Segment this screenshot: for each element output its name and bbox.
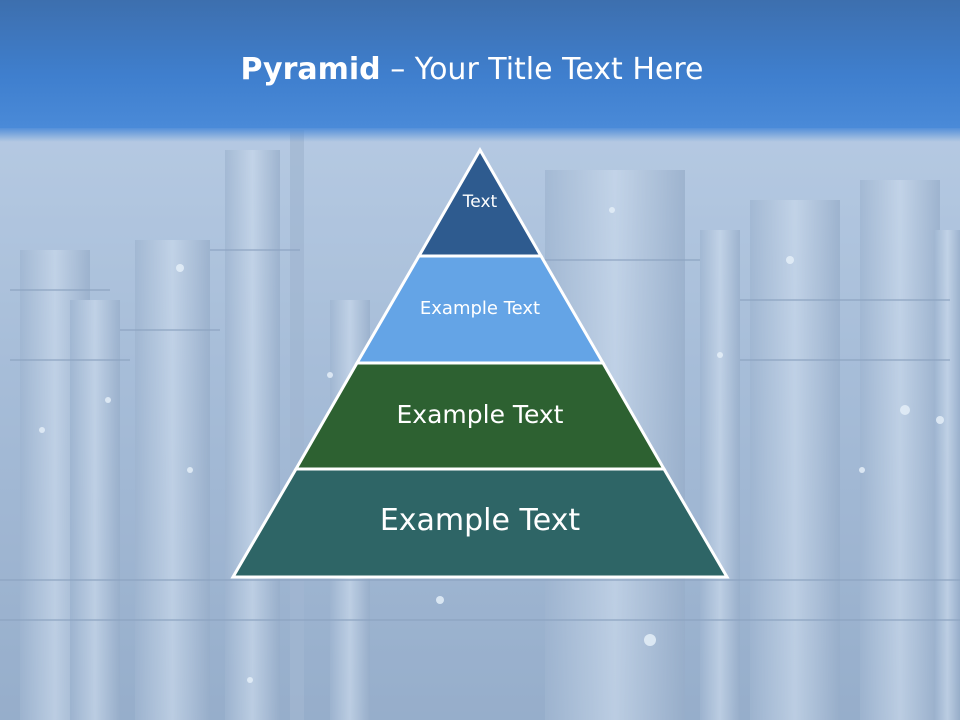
pyramid-tier-2-label: Example Text — [419, 298, 541, 319]
title-bold: Pyramid — [240, 52, 381, 87]
pyramid-tier-1-label: Text — [462, 192, 498, 212]
title-rest: – Your Title Text Here — [380, 52, 704, 87]
slide-title: Pyramid – Your Title Text Here — [0, 52, 944, 87]
pyramid-tier-4[interactable] — [230, 467, 730, 579]
title-bar — [0, 0, 960, 142]
pyramid-tier-3-label: Example Text — [396, 400, 564, 429]
pyramid-tier-4-label: Example Text — [379, 503, 581, 538]
